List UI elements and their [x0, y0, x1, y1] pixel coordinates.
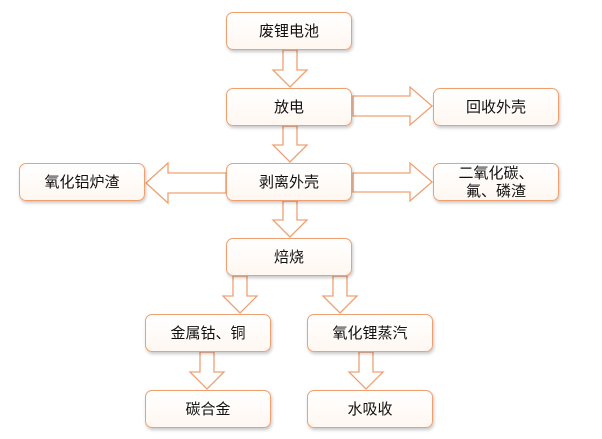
node-alumina-slag: 氧化铝炉渣 — [19, 163, 145, 201]
node-label: 氧化铝炉渣 — [44, 173, 120, 191]
arrow-down-roasting-to-vapor — [321, 275, 359, 314]
node-byproducts: 二氧化碳、氟、磷渣 — [433, 163, 559, 201]
arrow-down-roasting-to-metal — [221, 275, 259, 314]
node-label: 碳合金 — [185, 400, 231, 418]
node-label: 剥离外壳 — [258, 173, 319, 191]
node-discharge: 放电 — [226, 88, 352, 126]
arrow-down-metal-to-alloy — [188, 351, 226, 390]
arrow-left-strip-to-slag — [145, 161, 227, 205]
node-label: 焙烧 — [273, 248, 304, 266]
node-metal-cobalt-copper: 金属钴、铜 — [145, 314, 271, 352]
node-label: 二氧化碳、氟、磷渣 — [458, 164, 534, 200]
arrow-down-battery-to-discharge — [271, 49, 309, 88]
node-recover-shell: 回收外壳 — [433, 88, 559, 126]
node-lithium-oxide-vapor: 氧化锂蒸汽 — [307, 314, 433, 352]
arrow-right-strip-to-byproducts — [352, 161, 433, 203]
node-label: 废锂电池 — [258, 22, 319, 40]
arrow-down-discharge-to-strip — [271, 125, 309, 163]
node-label: 金属钴、铜 — [170, 324, 246, 342]
arrow-down-strip-to-roasting — [271, 200, 309, 238]
node-carbon-alloy: 碳合金 — [145, 390, 271, 428]
arrow-down-vapor-to-water — [347, 351, 385, 390]
node-water-absorption: 水吸收 — [307, 390, 433, 428]
node-label: 氧化锂蒸汽 — [332, 324, 408, 342]
node-label: 回收外壳 — [465, 98, 526, 116]
node-label: 水吸收 — [347, 400, 393, 418]
node-strip-shell: 剥离外壳 — [226, 163, 352, 201]
node-roasting: 焙烧 — [226, 238, 352, 276]
node-waste-battery: 废锂电池 — [226, 12, 352, 50]
node-label: 放电 — [273, 98, 304, 116]
arrow-right-discharge-to-shell — [352, 85, 433, 127]
